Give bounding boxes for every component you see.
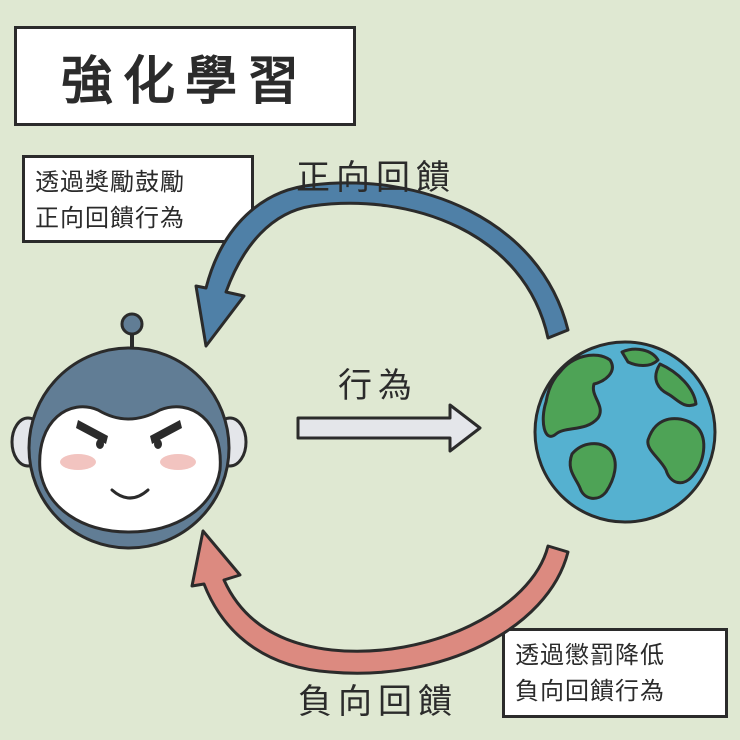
negative-note-line-1: 透過懲罰降低 bbox=[515, 641, 665, 669]
robot-right-cheek bbox=[160, 454, 196, 470]
robot-right-eye bbox=[154, 439, 162, 449]
robot-left-cheek bbox=[60, 454, 96, 470]
negative-note-line-2: 負向回饋行為 bbox=[515, 677, 665, 705]
positive-note-line-1: 透過獎勵鼓勵 bbox=[35, 168, 185, 196]
robot-antenna-tip bbox=[120, 312, 144, 336]
earth-land-northwest bbox=[541, 353, 614, 438]
robot-right-eyebrow bbox=[150, 420, 182, 444]
earth-land-north bbox=[620, 347, 660, 367]
robot-agent bbox=[10, 312, 248, 550]
positive-feedback-label: 正向回饋 bbox=[296, 158, 456, 198]
earth-land-east bbox=[646, 417, 706, 485]
diagram-title: 強化學習 bbox=[60, 51, 309, 112]
title-box: 強化學習 bbox=[14, 26, 356, 126]
robot-left-eye bbox=[96, 439, 104, 449]
earth-environment bbox=[533, 340, 717, 524]
earth-land-south bbox=[568, 442, 617, 500]
negative-feedback-label: 負向回饋 bbox=[298, 682, 458, 722]
negative-feedback-note: 透過懲罰降低 負向回饋行為 bbox=[502, 628, 728, 718]
action-label: 行為 bbox=[338, 366, 418, 406]
negative-feedback-arrow bbox=[190, 529, 570, 675]
robot-face bbox=[38, 405, 222, 534]
positive-feedback-note: 透過獎勵鼓勵 正向回饋行為 bbox=[22, 155, 254, 243]
positive-feedback-arrow bbox=[194, 181, 570, 348]
positive-note-line-2: 正向回饋行為 bbox=[35, 204, 185, 232]
action-arrow bbox=[296, 403, 482, 453]
robot-smile bbox=[110, 488, 150, 500]
earth-land-northeast bbox=[654, 362, 698, 408]
robot-left-eyebrow bbox=[76, 420, 108, 444]
